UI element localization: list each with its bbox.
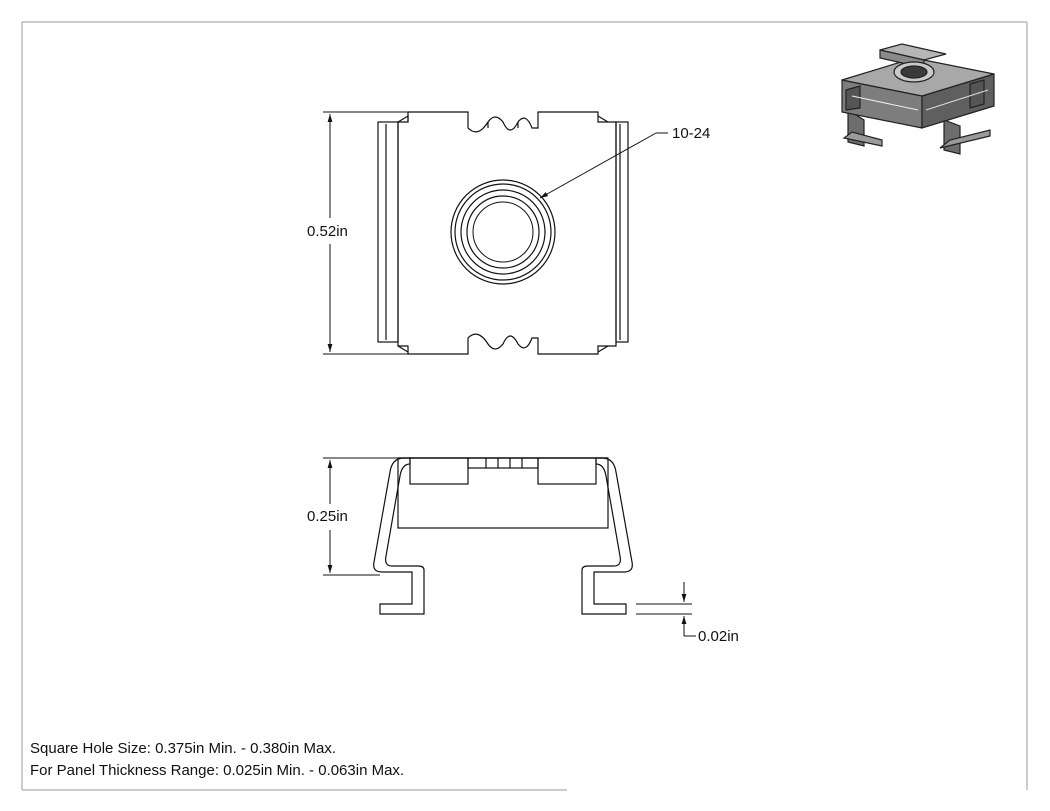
thickness-dimension [636, 582, 696, 637]
top-view-outline [397, 111, 617, 355]
height-dimension-label: 0.52in [307, 223, 348, 240]
height-dimension [323, 111, 408, 355]
left-clip [373, 457, 425, 615]
thread-callout-leader [539, 132, 668, 199]
thread-callout-label: 10-24 [672, 125, 711, 142]
top-view [377, 111, 629, 355]
side-height-dimension-label: 0.25in [307, 508, 348, 525]
side-height-dimension [323, 457, 398, 576]
right-clip [581, 457, 633, 615]
thickness-dimension-label: 0.02in [698, 628, 739, 645]
isometric-view [841, 43, 995, 155]
hole-size-note: Square Hole Size: 0.375in Min. - 0.380in… [30, 740, 336, 757]
sheet-border [21, 21, 1028, 791]
panel-thickness-note: For Panel Thickness Range: 0.025in Min. … [30, 762, 405, 779]
side-view [373, 457, 633, 615]
